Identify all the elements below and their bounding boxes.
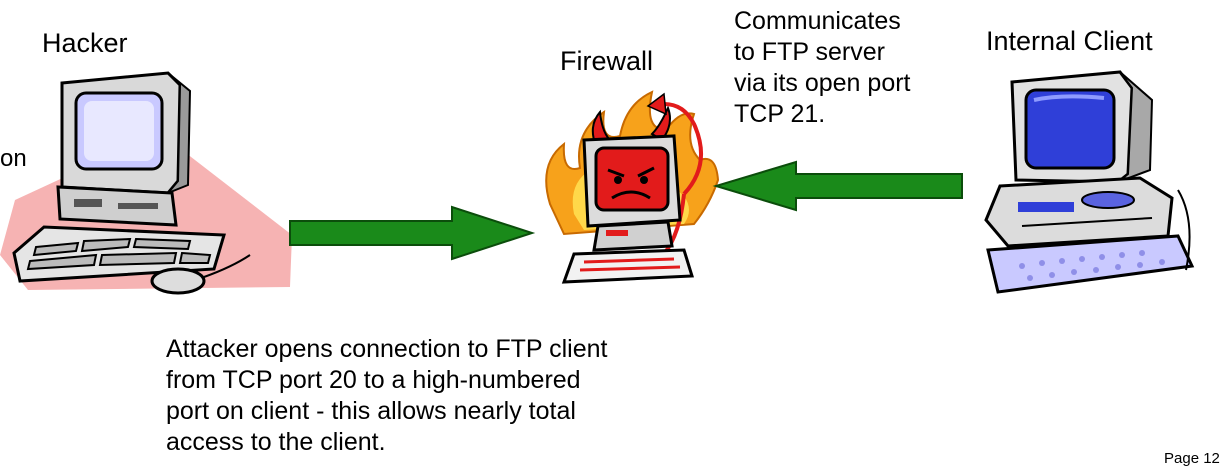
internal-client-label: Internal Client [986,26,1153,56]
hacker-label: Hacker [42,28,128,58]
client-computer-icon [984,70,1195,294]
page-number: Page 12 [1164,450,1220,467]
left-arrow-icon [712,160,963,212]
right-arrow-icon [289,205,536,261]
communicates-note: Communicates to FTP server via its open … [734,7,911,128]
hacker-computer-icon [0,71,292,295]
attacker-caption: Attacker opens connection to FTP client … [166,335,608,456]
cut-off-label: on [0,145,27,172]
firewall-devil-icon [545,90,720,284]
firewall-label: Firewall [560,46,654,76]
